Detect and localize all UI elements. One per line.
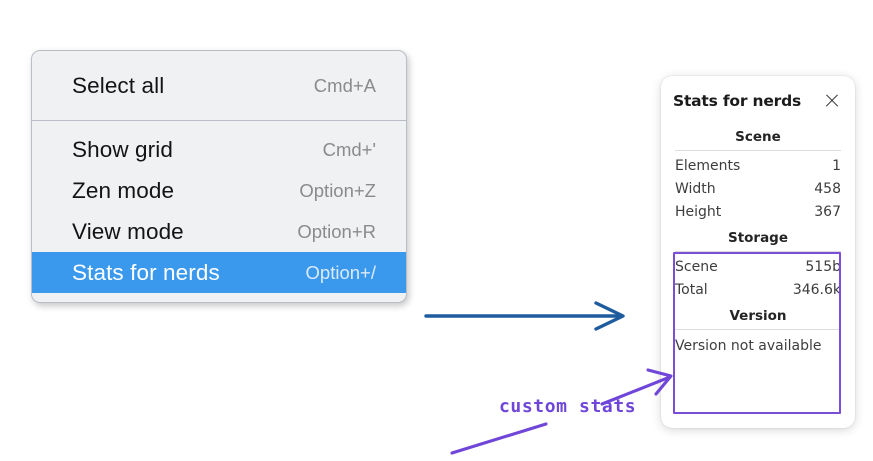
menu-item-show-grid[interactable]: Show grid Cmd+' xyxy=(32,129,406,170)
context-menu: Select all Cmd+A Show grid Cmd+' Zen mod… xyxy=(31,50,407,303)
menu-item-shortcut: Cmd+A xyxy=(313,74,376,96)
menu-item-shortcut: Option+R xyxy=(297,220,376,242)
menu-item-stats-for-nerds[interactable]: Stats for nerds Option+/ xyxy=(32,252,406,293)
menu-item-label: Show grid xyxy=(72,136,173,162)
menu-item-label: View mode xyxy=(72,218,184,244)
stat-value: 458 xyxy=(814,180,841,197)
stat-label: Width xyxy=(675,180,716,197)
stat-value: 367 xyxy=(814,203,841,220)
section-heading-scene: Scene xyxy=(735,129,781,145)
stats-panel-header: Stats for nerds xyxy=(673,76,843,122)
blue-right-arrow xyxy=(424,301,625,331)
stat-value: 1 xyxy=(832,157,841,174)
stats-panel-title: Stats for nerds xyxy=(673,92,802,110)
section-rule xyxy=(675,150,841,151)
menu-item-label: Select all xyxy=(72,72,165,98)
purple-underline-stroke xyxy=(450,422,548,455)
menu-item-shortcut: Option+Z xyxy=(299,179,376,201)
stats-for-nerds-panel: Stats for nerds Scene Elements 1 Width 4… xyxy=(661,76,855,428)
close-icon[interactable] xyxy=(823,92,841,110)
stat-label: Total xyxy=(675,281,708,298)
menu-item-shortcut: Option+/ xyxy=(305,261,376,283)
context-menu-group-1: Select all Cmd+A xyxy=(32,51,406,120)
stat-label: Elements xyxy=(675,157,741,174)
context-menu-group-2: Show grid Cmd+' Zen mode Option+Z View m… xyxy=(32,121,406,302)
stat-row: Elements 1 xyxy=(673,154,843,177)
stat-row: Scene 515b xyxy=(673,255,843,278)
menu-item-label: Zen mode xyxy=(72,177,175,203)
custom-stats-label: custom stats xyxy=(499,396,637,417)
version-note: Version not available xyxy=(675,338,822,355)
stat-value: 515b xyxy=(805,258,841,275)
section-rule xyxy=(675,329,841,331)
stat-row: Height 367 xyxy=(673,200,843,223)
menu-item-select-all[interactable]: Select all Cmd+A xyxy=(32,65,406,106)
section-heading-storage: Storage xyxy=(727,230,789,247)
menu-item-view-mode[interactable]: View mode Option+R xyxy=(32,211,406,252)
stat-label: Scene xyxy=(675,258,718,275)
stat-value: 346.6k xyxy=(792,281,841,298)
menu-item-shortcut: Cmd+' xyxy=(322,138,376,160)
stat-row: Width 458 xyxy=(673,177,843,200)
menu-divider xyxy=(32,120,406,121)
menu-item-label: Stats for nerds xyxy=(72,259,220,285)
stat-row: Total 346.6k xyxy=(673,278,843,301)
stat-label: Height xyxy=(675,203,722,220)
menu-item-zen-mode[interactable]: Zen mode Option+Z xyxy=(32,170,406,211)
section-heading-version: Version xyxy=(729,308,787,325)
section-rule xyxy=(675,251,841,253)
